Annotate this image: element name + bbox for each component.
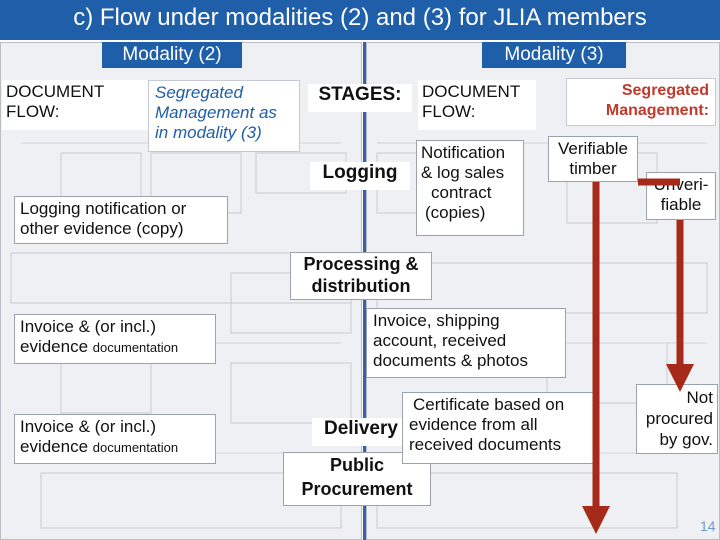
text-documentation: documentation [92, 340, 179, 355]
doc-flow-line: DOCUMENT [422, 82, 521, 101]
text-line: Notification [421, 143, 506, 162]
modality3-doc-flow-header: DOCUMENT FLOW: [418, 80, 536, 130]
text-evidence: evidence [20, 437, 89, 456]
text-line: Verifiable [558, 139, 628, 158]
text-line: Certificate based on [413, 395, 565, 414]
text-line: fiable [660, 195, 702, 214]
invoice-shipping-box: Invoice, shipping account, received docu… [366, 308, 566, 378]
text-line: contract [431, 183, 492, 202]
stages-header: STAGES: [308, 84, 412, 112]
text-line: documents & photos [373, 351, 528, 370]
stage-line: Public [329, 455, 384, 475]
doc-flow-line: FLOW: [6, 102, 60, 121]
text-evidence: evidence [20, 337, 89, 356]
text-line: timber [569, 159, 617, 178]
modality2-label: Modality (2) [102, 42, 242, 68]
slide-title: c) Flow under modalities (2) and (3) for… [73, 4, 647, 31]
modality2-doc-flow-header: DOCUMENT FLOW: [2, 80, 152, 130]
text-line: by gov. [659, 430, 713, 449]
segregated-line: Segregated [621, 82, 709, 99]
text-line: procured [645, 409, 713, 428]
text-line: evidence from all [409, 415, 538, 434]
title-bar [0, 0, 720, 40]
text-line: other evidence (copy) [20, 219, 184, 238]
text-line: account, received [373, 331, 507, 350]
stage-delivery: Delivery [312, 418, 410, 446]
stage-processing-distribution: Processing & distribution [290, 252, 432, 300]
invoice-evidence-box-1: Invoice & (or incl.) evidence documentat… [14, 314, 216, 364]
text-line: & log sales [421, 163, 505, 182]
modality2-segregated-note: Segregated Management as in modality (3) [148, 80, 300, 152]
notification-sales-box: Notification & log sales contract (copie… [416, 140, 524, 236]
invoice-evidence-box-2: Invoice & (or incl.) evidence documentat… [14, 414, 216, 464]
text-line: Invoice & (or incl.) [20, 317, 157, 336]
certificate-box: Certificate based on evidence from all r… [402, 392, 596, 464]
text-documentation: documentation [92, 440, 179, 455]
stage-line: Processing & [303, 254, 419, 274]
segregated-line: Management: [605, 102, 709, 119]
text-line: Invoice & (or incl.) [20, 417, 157, 436]
text-line: Invoice, shipping [373, 311, 500, 330]
doc-flow-line: DOCUMENT [6, 82, 105, 101]
not-procured-box: Not procured by gov. [636, 384, 718, 454]
stage-line: distribution [311, 276, 411, 296]
segregated-line: Management as [155, 103, 277, 122]
text-line: Logging notification or [20, 199, 187, 218]
text-line: received documents [409, 435, 562, 454]
text-line: Not [686, 388, 713, 407]
modality3-segregated-note: Segregated Management: [566, 78, 716, 126]
verifiable-timber-box: Verifiable timber [548, 136, 638, 182]
page-number: 14 [700, 518, 716, 534]
modality3-label: Modality (3) [482, 42, 626, 68]
segregated-line: in modality (3) [155, 123, 262, 142]
text-line: (copies) [425, 203, 486, 222]
doc-flow-line: FLOW: [422, 102, 476, 121]
stage-logging: Logging [310, 162, 410, 190]
segregated-line: Segregated [155, 83, 243, 102]
stage-line: Procurement [301, 479, 413, 499]
logging-notification-box: Logging notification or other evidence (… [14, 196, 228, 244]
